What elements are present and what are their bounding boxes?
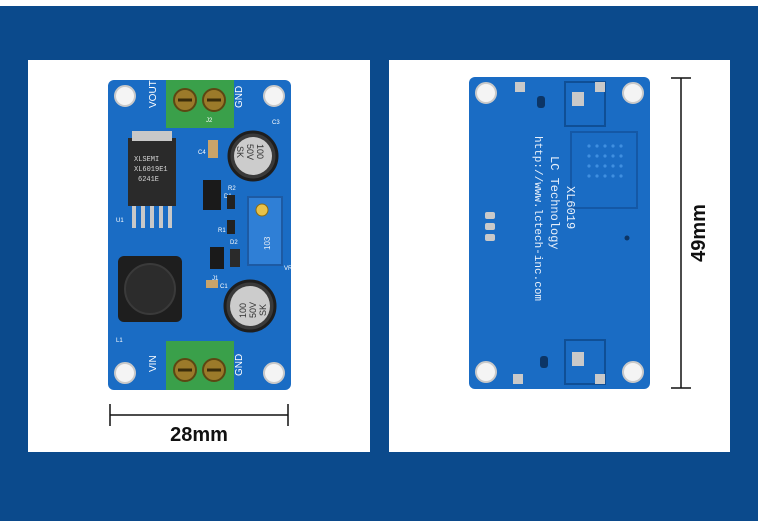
mounting-hole: [114, 85, 136, 107]
via: [624, 235, 630, 241]
jumper-j1: [210, 247, 224, 269]
cap-top-value: 100: [255, 144, 265, 159]
chip-footprint: [570, 131, 638, 209]
terminal-outline-top: [564, 81, 606, 127]
top-border: [0, 0, 758, 6]
solder-pad: [595, 82, 605, 92]
model-label: XL6019: [563, 186, 577, 229]
solder-pad: [572, 92, 584, 106]
maker-label: LC Technology: [547, 156, 561, 250]
mounting-hole: [114, 362, 136, 384]
resistor-r1: [227, 220, 235, 234]
mounting-hole: [622, 82, 644, 104]
cap-top-brand: SK: [235, 146, 245, 158]
terminal-outline-bottom: [564, 339, 606, 385]
diode-d1: [203, 180, 221, 210]
mounting-hole: [622, 361, 644, 383]
chip-text-1: XLSEMI: [134, 156, 159, 164]
cap-bottom-brand: SK: [258, 304, 268, 316]
ref-j1: J1: [212, 276, 219, 282]
capacitor-c1: [206, 280, 218, 288]
solder-pad: [572, 352, 584, 366]
chip-text-2: XL6019E1: [134, 166, 168, 174]
trimmer-label: 103: [263, 236, 272, 250]
ref-d2: D2: [230, 240, 238, 246]
chip-tab: [132, 131, 172, 141]
regulator-chip: [128, 138, 176, 206]
vin-label: VIN: [148, 355, 159, 372]
ref-vr1: VR1: [284, 266, 296, 272]
chip-text-3: 6241E: [138, 176, 159, 184]
cap-bottom-voltage: 50V: [248, 302, 258, 318]
capacitor-c4: [208, 140, 218, 158]
height-label: 49mm: [688, 204, 710, 262]
front-view-photo: VOUT GND VIN GND C3 J2 XLSEMI XL6019E1 6…: [108, 80, 296, 446]
url-label: http://www.lctech-inc.com: [531, 136, 543, 301]
via: [537, 96, 545, 108]
width-label: 28mm: [170, 424, 228, 446]
solder-pad: [485, 212, 495, 219]
mounting-hole: [263, 85, 285, 107]
ref-c3: C3: [272, 120, 280, 126]
solder-pad: [513, 374, 523, 384]
vout-label: VOUT: [148, 80, 159, 108]
solder-pad: [485, 223, 495, 230]
ref-c1: C1: [220, 284, 228, 290]
resistor-r2: [227, 195, 235, 209]
gnd-bottom-label: GND: [234, 354, 245, 376]
ref-l1: L1: [116, 338, 123, 344]
ref-j2: J2: [206, 118, 213, 124]
via-grid: [587, 144, 623, 178]
solder-pad: [595, 374, 605, 384]
gnd-top-label: GND: [234, 86, 245, 108]
mounting-hole: [475, 82, 497, 104]
cap-top-voltage: 50V: [245, 144, 255, 160]
trimmer-potentiometer: [247, 196, 283, 266]
mounting-hole: [475, 361, 497, 383]
via: [540, 356, 548, 368]
cap-bottom-value: 100: [238, 303, 248, 318]
ref-u1: U1: [116, 218, 124, 224]
mounting-hole: [263, 362, 285, 384]
ref-r2: R2: [228, 186, 236, 192]
back-view-panel: XL6019 LC Technology http://www.lctech-i…: [389, 60, 730, 452]
solder-pad: [485, 234, 495, 241]
trimmer-screw-icon: [255, 203, 269, 217]
back-view-photo: XL6019 LC Technology http://www.lctech-i…: [469, 77, 710, 389]
front-view-panel: VOUT GND VIN GND C3 J2 XLSEMI XL6019E1 6…: [28, 60, 370, 452]
solder-pad: [515, 82, 525, 92]
ref-r1: R1: [218, 228, 226, 234]
diode-d2: [230, 249, 240, 267]
ref-c4: C4: [198, 150, 206, 156]
